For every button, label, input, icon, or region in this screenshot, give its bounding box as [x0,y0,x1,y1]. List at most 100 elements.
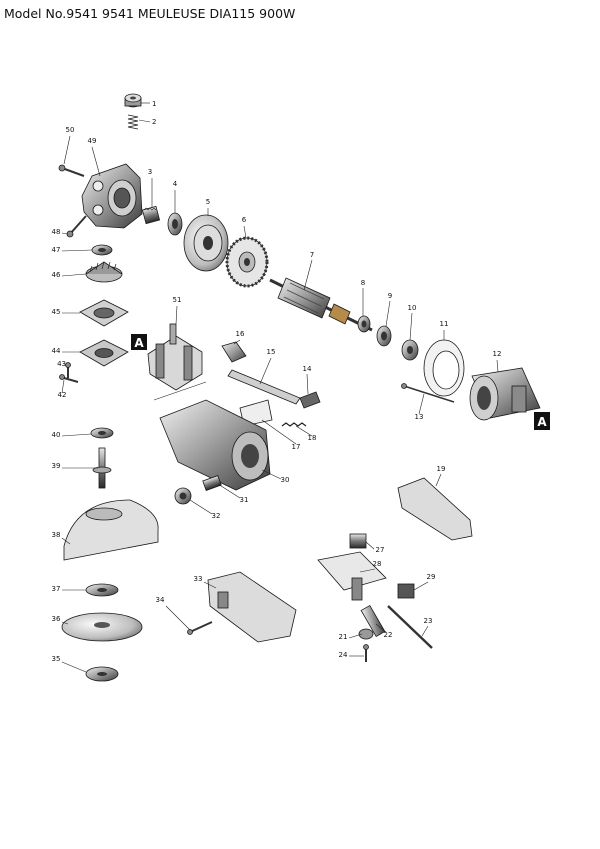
bearing-icon [376,325,392,347]
part-number-label: 28 [373,560,382,568]
screw-icon [66,215,87,238]
leader-line [165,605,191,631]
rear-cover-icon [397,477,473,541]
part-number-label: 23 [424,617,433,625]
bearing-box-icon [401,339,419,361]
part-number-label: 51 [173,296,182,304]
part-number-label: 5 [206,198,210,206]
leader-line [175,305,178,325]
bearing-icon [357,315,371,333]
leader-line [413,581,429,591]
switch-icon [349,533,367,549]
part-number-label: 46 [52,271,61,279]
part-number-label: 36 [52,615,61,623]
leader-line [91,146,101,177]
leader-line [61,249,93,252]
spindle-icon [92,447,112,489]
part-number-label: 22 [384,631,393,639]
fan-icon [225,236,269,288]
strain-relief-icon [358,628,374,640]
grinding-wheel-icon [61,612,143,642]
part-number-label: 27 [376,546,385,554]
part-number-label: 50 [66,126,75,134]
brush-holder-icon [147,323,203,391]
leader-line [359,568,376,573]
part-number-label: 48 [52,228,61,236]
carbon-brush-icon [174,487,192,505]
screw-icon [401,383,455,403]
screw-icon [363,644,369,662]
leader-line [365,541,375,550]
part-number-label: 49 [88,137,97,145]
bearing-icon [90,427,114,439]
leader-line [409,312,413,341]
inner-flange-icon [85,583,119,597]
lock-nut-icon [85,666,119,682]
cord-icon [387,605,433,649]
bearing-icon [167,212,183,236]
part-number-label: 1 [152,100,156,108]
part-number-label: 13 [415,413,424,421]
leader-line [348,633,363,639]
part-number-label: 9 [388,292,392,300]
switch-lever-icon [227,369,301,405]
armature-icon [269,277,373,332]
leader-line [435,473,442,487]
clip-icon [299,391,321,409]
leader-line [375,623,387,633]
spring-icon [127,114,139,130]
part-number-label: 31 [240,496,249,504]
leader-line [259,357,272,385]
marker-a-right: A [534,412,550,430]
part-number-label: 4 [173,180,178,188]
screw-icon [59,374,79,383]
bearing-box-icon [79,339,129,367]
leader-line [306,373,309,395]
leader-line [261,469,282,480]
part-number-label: 35 [52,655,61,663]
bearing-retainer-icon [79,299,129,327]
leader-line [496,359,499,373]
leader-line [61,433,92,437]
screw-icon [65,362,71,378]
leader-line [61,621,69,625]
part-number-label: 30 [281,476,290,484]
part-number-label: 37 [52,585,61,593]
handle-cover-icon [207,571,297,643]
part-number-label: 8 [361,279,365,287]
brush-holder-cap-icon [202,475,222,491]
marker-a-left: A [131,334,147,350]
part-number-label: 18 [308,434,317,442]
leader-line [61,661,87,673]
screw-icon [187,621,213,635]
part-number-label: 40 [52,431,61,439]
part-number-label: 6 [242,216,247,224]
part-number-label: 11 [440,320,449,328]
leader-line [418,393,425,415]
part-number-label: 21 [339,633,348,641]
part-number-label: 19 [437,465,446,473]
leader-line [203,581,217,589]
leader-line [217,483,241,499]
leader-line [61,232,69,235]
leader-line [61,273,87,277]
part-number-label: 42 [58,391,67,399]
leader-line [61,537,71,545]
insulation-ring-icon [423,339,465,397]
screw-icon [58,164,85,177]
spiral-bevel-gear-icon [85,261,123,283]
leader-line [61,379,65,394]
lever-icon [221,341,247,363]
brush-holder-icon [317,551,387,601]
leader-line [295,425,313,437]
part-number-label: 44 [52,347,61,355]
part-number-label: 47 [52,246,61,254]
part-number-label: 17 [292,443,301,451]
part-number-label: 45 [52,308,61,316]
part-number-label: 2 [152,118,156,126]
part-number-label: 10 [408,304,417,312]
leader-line [303,259,313,291]
field-stator-icon [469,367,541,421]
spring-icon [281,422,307,427]
